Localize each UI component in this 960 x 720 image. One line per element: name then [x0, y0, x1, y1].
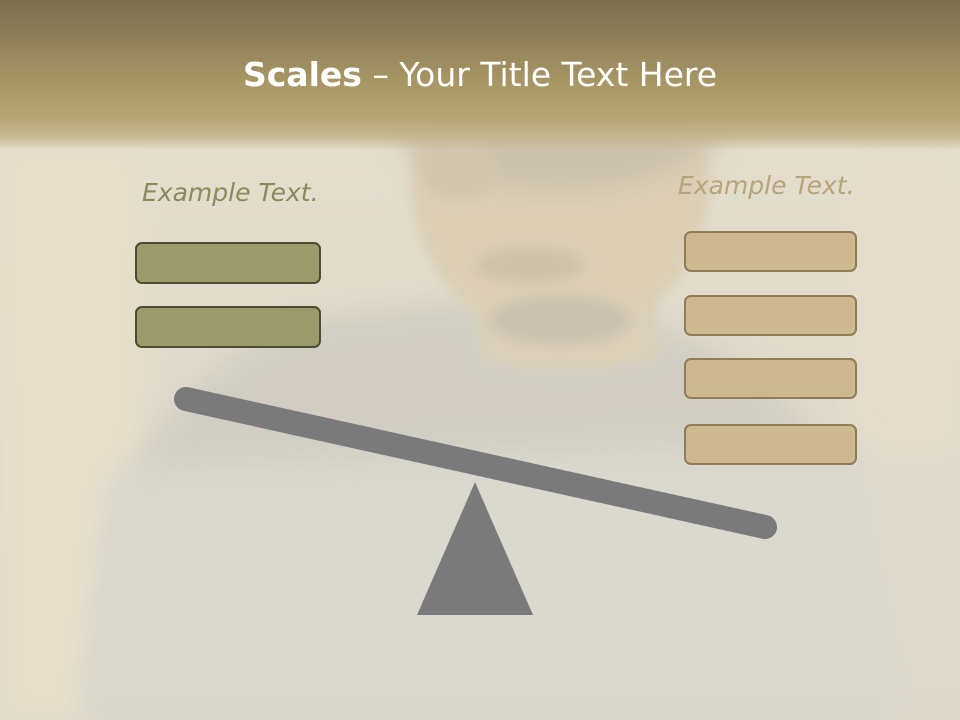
title-bold-text: Scales [242, 55, 362, 94]
left-text-box-2[interactable] [135, 306, 321, 348]
right-text-box-3[interactable] [684, 358, 857, 399]
slide-title[interactable]: Scales – Your Title Text Here [0, 52, 960, 102]
right-text-box-1[interactable] [684, 231, 857, 272]
title-rest-text: – Your Title Text Here [361, 55, 718, 94]
seesaw-beam[interactable] [174, 387, 777, 539]
title-bar [0, 0, 960, 150]
right-text-box-4[interactable] [684, 424, 857, 465]
right-example-text[interactable]: Example Text. [678, 171, 855, 200]
right-text-box-2[interactable] [684, 295, 857, 336]
seesaw-fulcrum[interactable] [417, 482, 533, 615]
left-example-text[interactable]: Example Text. [142, 178, 319, 207]
left-text-box-1[interactable] [135, 242, 321, 284]
